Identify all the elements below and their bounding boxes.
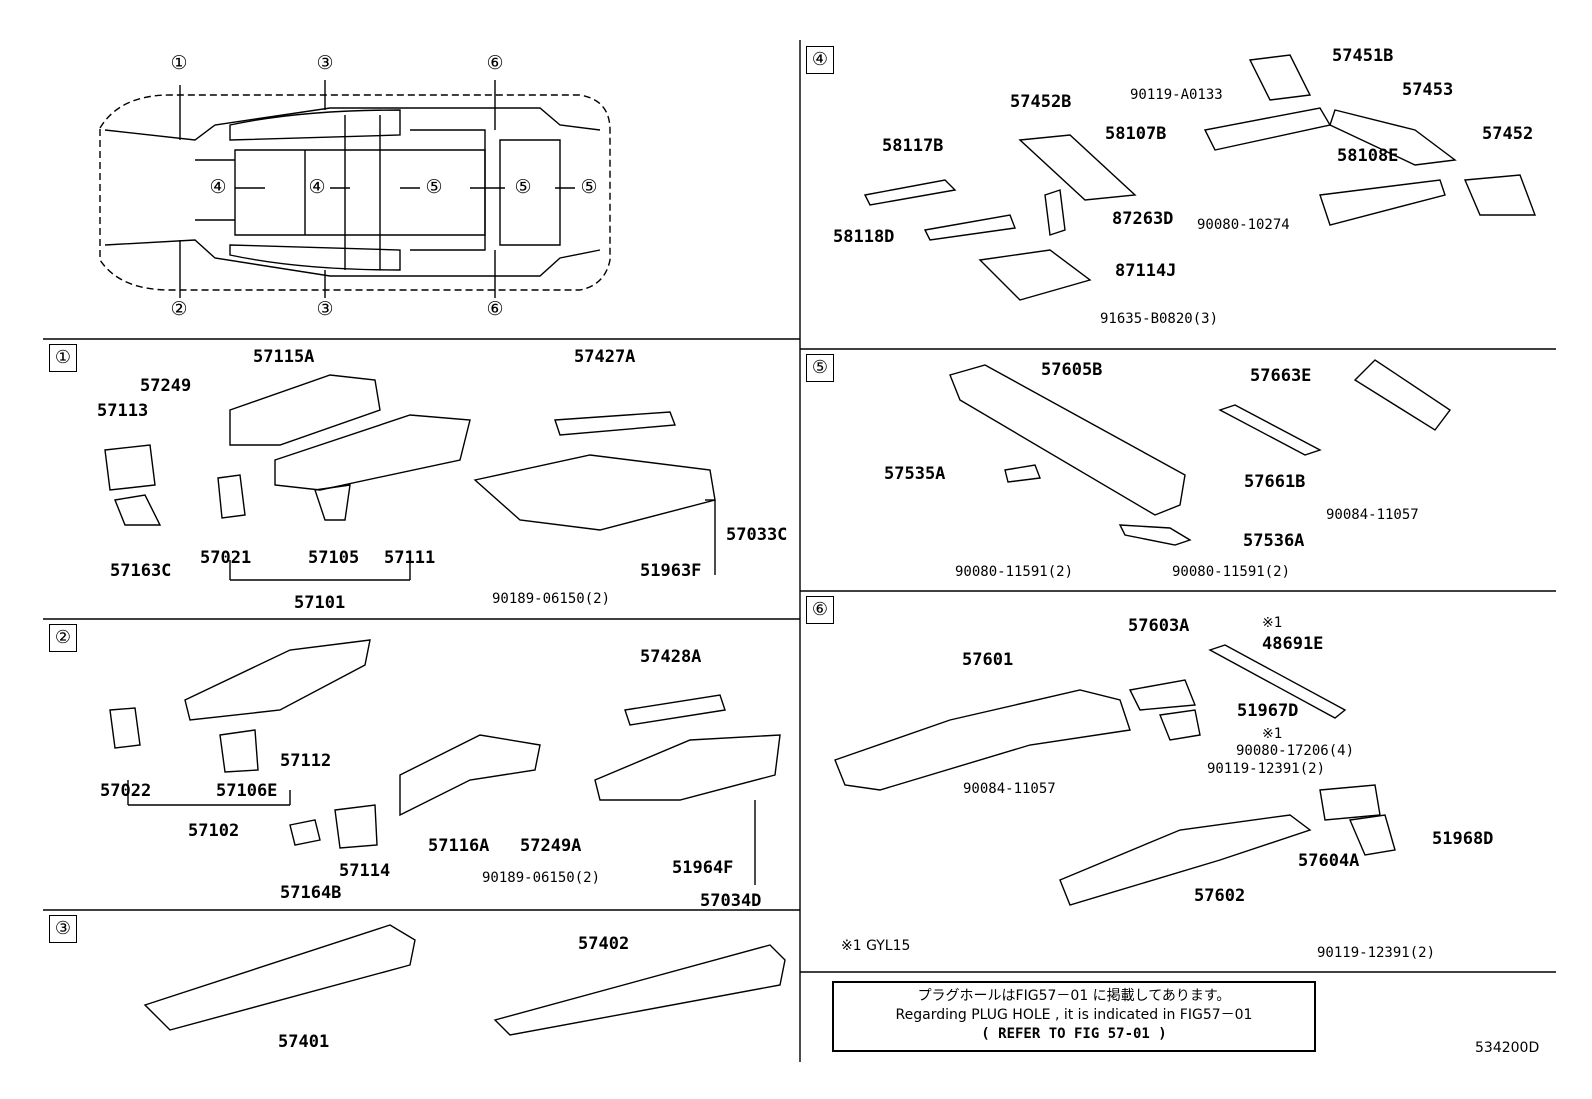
part-label[interactable]: 90084-11057 [1326, 507, 1419, 523]
part-label[interactable]: 51968D [1432, 829, 1494, 849]
part-label[interactable]: 57535A [884, 464, 946, 484]
section-marker-2: ② [49, 624, 77, 652]
part-label[interactable]: 57605B [1041, 360, 1103, 380]
part-label[interactable]: 90119-A0133 [1130, 87, 1223, 103]
part-label[interactable]: 57113 [97, 401, 149, 421]
part-label[interactable]: 51963F [640, 561, 702, 581]
part-label[interactable]: 90080-11591(2) [1172, 564, 1291, 580]
note-reference[interactable]: ( REFER TO FIG 57-01 ) [981, 1026, 1167, 1042]
part-label[interactable]: 57428A [640, 647, 702, 667]
part-label[interactable]: 58117B [882, 136, 944, 156]
part-label[interactable]: 57101 [294, 593, 346, 613]
section-marker-5: ⑤ [806, 354, 834, 382]
part-label[interactable]: 51964F [672, 858, 734, 878]
overview-marker: ③ [316, 52, 334, 74]
part-label[interactable]: 58118D [833, 227, 895, 247]
part-label[interactable]: 48691E [1262, 634, 1324, 654]
part-label[interactable]: 57033C [726, 525, 788, 545]
overview-marker: ④ [308, 176, 326, 198]
part-label[interactable]: 57427A [574, 347, 636, 367]
overview-marker: ④ [209, 176, 227, 198]
part-label[interactable]: 57106E [216, 781, 278, 801]
part-label[interactable]: 87263D [1112, 209, 1174, 229]
section-1-parts [104, 374, 716, 581]
part-label[interactable]: 57114 [339, 861, 391, 881]
section-6-parts [834, 644, 1396, 906]
part-label[interactable]: 57536A [1243, 531, 1305, 551]
footnote-marker: ※1 [1262, 615, 1283, 631]
overview-marker: ⑤ [425, 176, 443, 198]
part-label[interactable]: 57116A [428, 836, 490, 856]
note-line-en: Regarding PLUG HOLE , it is indicated in… [895, 1007, 1253, 1023]
part-label[interactable]: 57105 [308, 548, 360, 568]
part-label[interactable]: 90080-11591(2) [955, 564, 1074, 580]
part-label[interactable]: 57164B [280, 883, 342, 903]
part-label[interactable]: 57661B [1244, 472, 1306, 492]
part-label[interactable]: 90080-10274 [1197, 217, 1290, 233]
part-label[interactable]: 58108E [1337, 146, 1399, 166]
plug-hole-note: プラグホールはFIG57－01 に掲載してあります。 Regarding PLU… [832, 981, 1316, 1052]
part-label[interactable]: 57249A [520, 836, 582, 856]
part-label[interactable]: 90084-11057 [963, 781, 1056, 797]
part-label[interactable]: 57452 [1482, 124, 1534, 144]
part-label[interactable]: 90080-17206(4) [1236, 743, 1355, 759]
part-label[interactable]: 57663E [1250, 366, 1312, 386]
footnote: ※1 GYL15 [841, 938, 911, 954]
part-label[interactable]: 57022 [100, 781, 152, 801]
figure-code: 534200D [1475, 1040, 1540, 1056]
part-label[interactable]: 57111 [384, 548, 436, 568]
part-label[interactable]: 57402 [578, 934, 630, 954]
overview-marker: ⑥ [486, 52, 504, 74]
note-line-jp: プラグホールはFIG57－01 に掲載してあります。 [917, 988, 1231, 1004]
overview-marker: ⑤ [514, 176, 532, 198]
overview-marker: ⑤ [580, 176, 598, 198]
section-3-parts [143, 924, 786, 1036]
footnote-marker: ※1 [1262, 726, 1283, 742]
part-label[interactable]: 90189-06150(2) [492, 591, 611, 607]
part-label[interactable]: 57452B [1010, 92, 1072, 112]
part-label[interactable]: 57604A [1298, 851, 1360, 871]
section-2-parts [109, 639, 781, 885]
part-label[interactable]: 58107B [1105, 124, 1167, 144]
part-label[interactable]: 57102 [188, 821, 240, 841]
part-label[interactable]: 57034D [700, 891, 762, 911]
part-label[interactable]: 57249 [140, 376, 192, 396]
part-label[interactable]: 57115A [253, 347, 315, 367]
part-label[interactable]: 90119-12391(2) [1207, 761, 1326, 777]
section-marker-1: ① [49, 344, 77, 372]
section-marker-4: ④ [806, 46, 834, 74]
part-label[interactable]: 57021 [200, 548, 252, 568]
section-marker-3: ③ [49, 915, 77, 943]
part-label[interactable]: 51967D [1237, 701, 1299, 721]
overview-marker: ② [170, 298, 188, 320]
part-label[interactable]: 90189-06150(2) [482, 870, 601, 886]
part-label[interactable]: 57601 [962, 650, 1014, 670]
part-label[interactable]: 57112 [280, 751, 332, 771]
overview-marker: ③ [316, 298, 334, 320]
overview-marker: ⑥ [486, 298, 504, 320]
part-label[interactable]: 57453 [1402, 80, 1454, 100]
overview-marker: ① [170, 52, 188, 74]
part-label[interactable]: 91635-B0820(3) [1100, 311, 1219, 327]
part-label[interactable]: 57603A [1128, 616, 1190, 636]
vehicle-overview-outline [99, 80, 611, 298]
part-label[interactable]: 90119-12391(2) [1317, 945, 1436, 961]
part-label[interactable]: 57163C [110, 561, 172, 581]
section-marker-6: ⑥ [806, 596, 834, 624]
part-label[interactable]: 87114J [1115, 261, 1177, 281]
part-label[interactable]: 57451B [1332, 46, 1394, 66]
part-label[interactable]: 57401 [278, 1032, 330, 1052]
section-4-parts [863, 54, 1537, 301]
part-label[interactable]: 57602 [1194, 886, 1246, 906]
section-5-parts [949, 359, 1452, 546]
